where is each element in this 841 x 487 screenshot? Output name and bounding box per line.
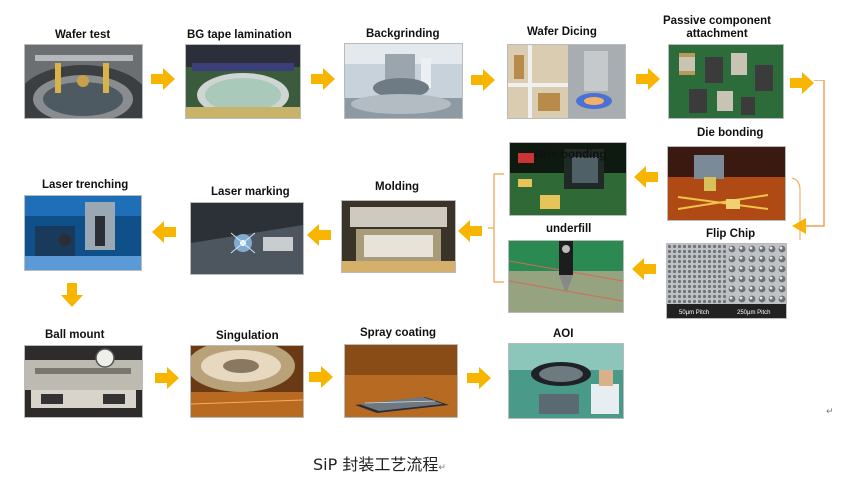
arrow-left-icon — [307, 224, 331, 246]
caption-text: SiP 封装工艺流程 — [313, 455, 439, 474]
image-laser-marking — [190, 202, 304, 275]
arrow-right-icon — [151, 68, 175, 90]
image-laser-trenching — [24, 195, 142, 271]
label-bg-tape-lamination: BG tape lamination — [187, 29, 292, 41]
label-spray-coating: Spray coating — [360, 327, 437, 339]
arrow-left-icon — [634, 166, 658, 188]
arrow-down-icon — [61, 283, 83, 307]
arrow-left-icon — [152, 221, 176, 243]
image-wafer-dicing — [507, 44, 626, 119]
arrow-right-icon — [155, 367, 179, 389]
image-flip-chip: 50µm Pitch 250µm Pitch — [666, 243, 787, 319]
image-aoi — [508, 343, 624, 419]
pitch-label-50: 50µm Pitch — [679, 310, 709, 316]
image-spray-coating — [344, 344, 458, 418]
label-singulation: Singulation — [216, 330, 279, 342]
label-backgrinding: Backgrinding — [366, 28, 440, 40]
label-die-bonding: Die bonding — [697, 127, 764, 139]
label-aoi: AOI — [553, 328, 574, 340]
image-wire-bonding — [509, 142, 627, 216]
label-passive-line2: attachment — [686, 28, 748, 40]
label-passive-component-attachment: Passive component attachment — [663, 15, 771, 41]
label-wafer-test: Wafer test — [55, 29, 111, 41]
arrow-right-icon — [790, 72, 814, 94]
arrow-left-icon — [632, 258, 656, 280]
arrow-right-icon — [636, 68, 660, 90]
arrow-right-icon — [309, 366, 333, 388]
arrow-right-icon — [471, 69, 495, 91]
label-passive-line1: Passive component — [663, 15, 772, 27]
image-underfill — [508, 240, 624, 313]
pitch-label-250: 250µm Pitch — [737, 310, 770, 316]
arrow-right-icon — [311, 68, 335, 90]
label-wire-bonding: Wire bonding — [533, 149, 607, 161]
image-ball-mount — [24, 345, 143, 418]
label-wafer-dicing: Wafer Dicing — [527, 26, 597, 38]
label-laser-marking: Laser marking — [211, 186, 290, 198]
arrow-right-icon — [467, 367, 491, 389]
label-laser-trenching: Laser trenching — [42, 179, 129, 191]
caption-paragraph-mark: ↵ — [438, 463, 446, 473]
image-passive-component-attachment — [668, 44, 784, 119]
right-flow-bracket — [791, 80, 825, 240]
image-molding — [341, 200, 456, 273]
label-molding: Molding — [375, 181, 420, 193]
image-bg-tape-lamination — [185, 44, 301, 119]
left-flow-bracket — [488, 173, 504, 283]
image-singulation — [190, 345, 304, 418]
image-die-bonding — [667, 146, 786, 221]
diagram-caption: SiP 封装工艺流程↵ — [313, 451, 446, 475]
label-underfill: underfill — [546, 223, 592, 235]
image-backgrinding — [344, 43, 463, 119]
label-ball-mount: Ball mount — [45, 329, 105, 341]
label-flip-chip: Flip Chip — [706, 228, 756, 240]
arrow-left-icon — [458, 220, 482, 242]
paragraph-mark: ↵ — [826, 406, 834, 416]
image-wafer-test — [24, 44, 143, 119]
